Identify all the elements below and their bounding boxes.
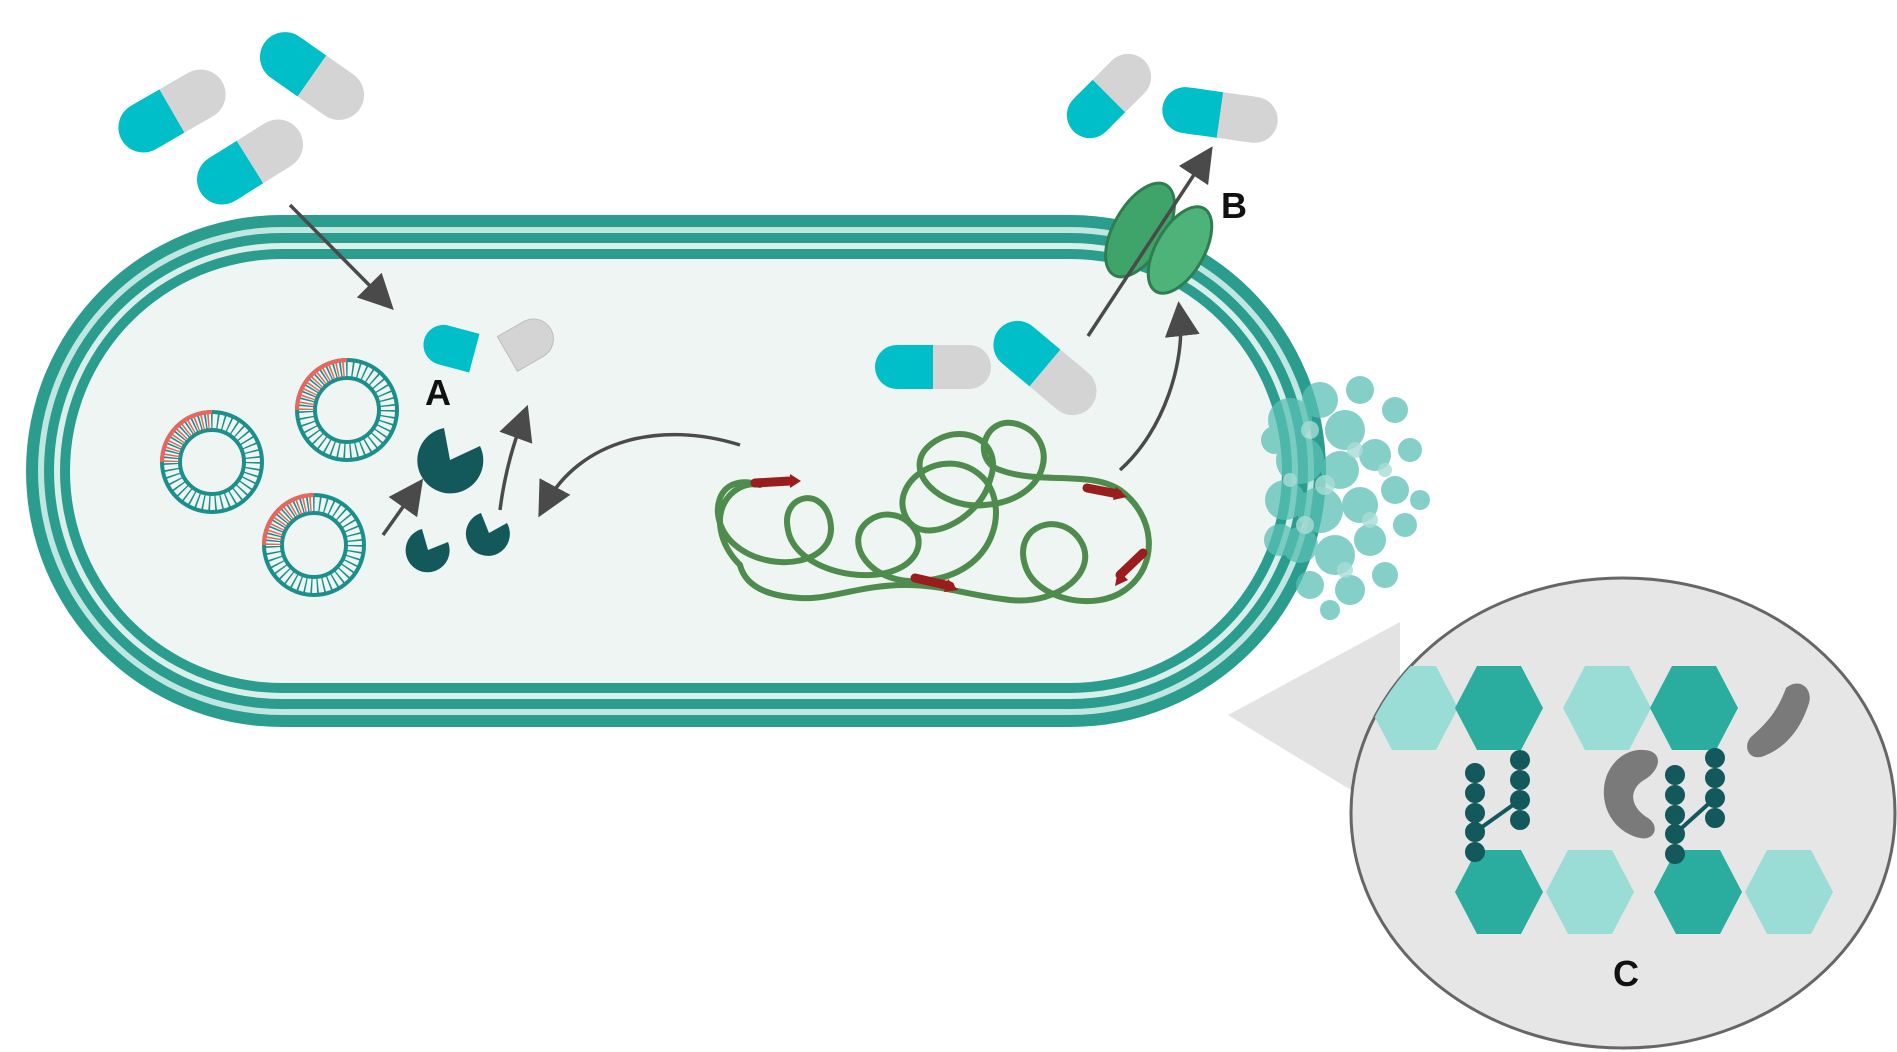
plasmid-icon xyxy=(295,358,399,462)
arrow-capsule-into-cell xyxy=(288,203,394,310)
plasmid-icon xyxy=(160,410,264,514)
gene-marker-arrowheads xyxy=(790,474,1128,592)
capsule-icon xyxy=(118,69,226,153)
peptidoglycan-inset xyxy=(1228,576,1897,1050)
capsule-icon xyxy=(259,32,365,120)
peptide-crosslink-2 xyxy=(1665,748,1725,864)
label-c: C xyxy=(1613,953,1639,994)
arrow-enzyme-to-broken-capsule xyxy=(498,404,533,511)
enzyme-icon xyxy=(465,513,510,556)
gene-marker xyxy=(1082,483,1123,499)
enzyme-icon xyxy=(405,529,450,573)
resistance-gene-markers xyxy=(750,476,1148,591)
capsule-icon xyxy=(875,345,991,389)
arrow-chromosome-to-pump xyxy=(1118,301,1200,472)
gene-marker xyxy=(750,476,795,488)
arrow-capsule-efflux-out xyxy=(1086,146,1213,337)
capsule-icon xyxy=(1066,53,1152,139)
capsule-icon xyxy=(1162,87,1278,143)
efflux-pump-icon xyxy=(1104,181,1214,295)
kidney-shaped-molecule-icon xyxy=(1603,683,1810,839)
gene-marker xyxy=(910,573,955,591)
broken-capsule-gray-half xyxy=(496,318,554,373)
flow-arrows xyxy=(288,146,1213,537)
biofilm-light-blobs xyxy=(1283,421,1392,578)
bacterial-cell xyxy=(26,215,1326,727)
broken-capsule-teal-half xyxy=(423,324,480,373)
cytoplasm xyxy=(70,259,1282,683)
label-a: A xyxy=(425,372,451,413)
capsule-icon xyxy=(197,119,303,205)
enzyme-icon xyxy=(417,428,484,494)
label-b: B xyxy=(1221,185,1247,226)
peptide-crosslink-1 xyxy=(1465,750,1530,862)
plasmid-icon xyxy=(262,493,366,597)
capsule-icon xyxy=(993,320,1097,416)
arrow-chromosome-to-enzymes xyxy=(538,432,741,518)
arrow-plasmid-to-enzyme xyxy=(381,478,424,537)
gene-marker xyxy=(1115,548,1148,580)
biofilm-icon xyxy=(1261,376,1430,620)
